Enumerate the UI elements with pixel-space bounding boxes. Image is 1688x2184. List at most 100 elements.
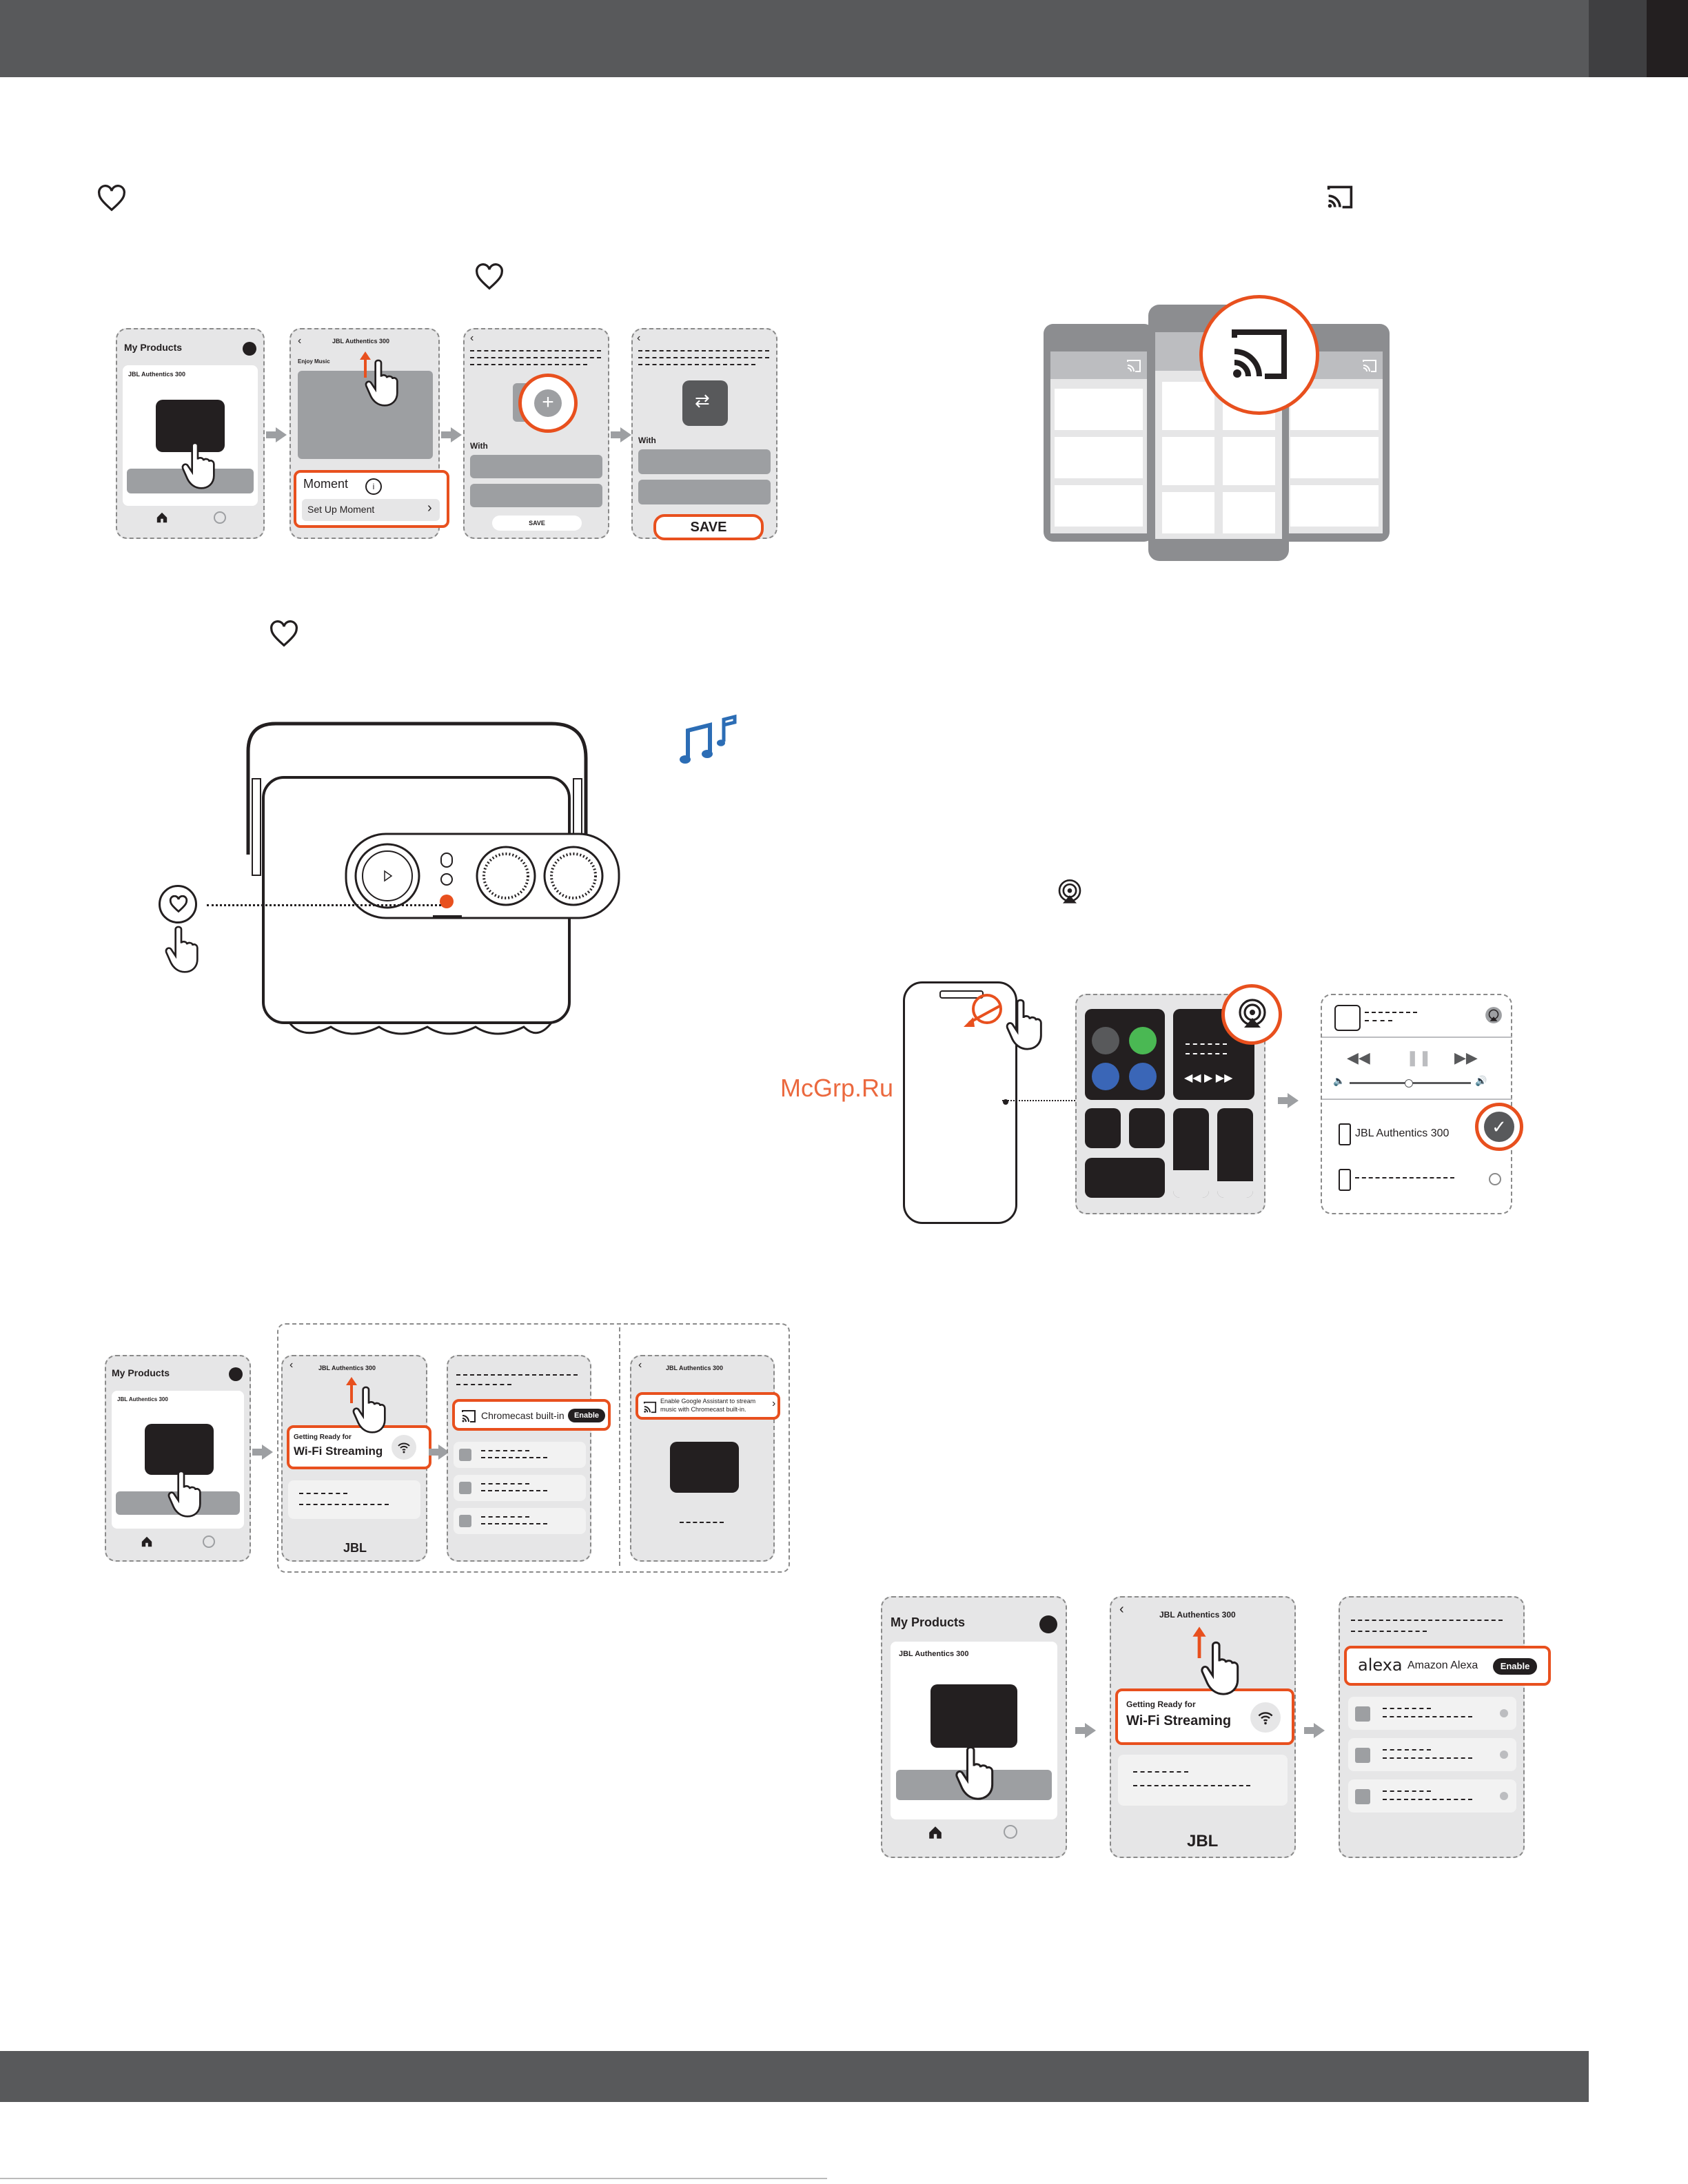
- hand-pointer-icon: [165, 926, 199, 973]
- list-item[interactable]: [1348, 1697, 1516, 1730]
- callout-line: [1002, 1100, 1075, 1101]
- back-chevron-icon[interactable]: ‹: [470, 332, 474, 344]
- connectivity-tile[interactable]: [1085, 1009, 1165, 1100]
- heart-icon: [270, 620, 298, 647]
- swipe-up-arrow-icon: [346, 1377, 357, 1403]
- forward-icon[interactable]: ▶▶: [1454, 1049, 1478, 1066]
- app-screen-my-products: My Products JBL Authentics 300: [881, 1596, 1067, 1858]
- set-up-moment-button[interactable]: Set Up Moment ›: [302, 499, 440, 521]
- app-screen-settings: Chromecast built-in Enable: [447, 1355, 611, 1562]
- volume-low-icon: 🔈: [1333, 1075, 1345, 1086]
- list-item[interactable]: [454, 1475, 586, 1501]
- airplay-icon: [1058, 879, 1081, 904]
- app-screen-moment-save: ‹ ⇄ With SAVE: [631, 328, 777, 540]
- moment-panel-highlight: Moment i Set Up Moment ›: [294, 470, 449, 528]
- checkmark-icon[interactable]: ✓: [1484, 1112, 1514, 1142]
- enable-button[interactable]: Enable: [1493, 1658, 1537, 1675]
- back-chevron-icon[interactable]: ‹: [638, 1359, 642, 1371]
- cast-icon-callout: [1199, 295, 1319, 415]
- app-screen-my-products: My Products JBL Authentics 300: [116, 328, 265, 539]
- wifi-streaming-highlight[interactable]: Getting Ready for Wi-Fi Streaming: [1115, 1688, 1294, 1745]
- product-card[interactable]: JBL Authentics 300: [891, 1642, 1057, 1819]
- volume-slider[interactable]: [1217, 1108, 1253, 1198]
- alexa-row-highlight[interactable]: alexa Amazon Alexa Enable: [1344, 1646, 1551, 1686]
- save-button-small[interactable]: SAVE: [492, 516, 582, 531]
- placeholder-line: [299, 1504, 389, 1505]
- back-chevron-icon[interactable]: ‹: [289, 1359, 294, 1371]
- cast-icon: [1327, 185, 1353, 209]
- save-button[interactable]: SAVE: [653, 514, 764, 540]
- speaker-device-icon: [1339, 1123, 1351, 1145]
- settings-icon[interactable]: [243, 342, 256, 356]
- info-icon[interactable]: i: [365, 478, 382, 495]
- music-note-icon: [680, 714, 737, 764]
- speaker-thumbnail: [145, 1424, 214, 1475]
- placeholder-line: [638, 350, 769, 351]
- list-item[interactable]: [454, 1442, 586, 1468]
- placeholder-line: [470, 357, 601, 358]
- plus-icon[interactable]: +: [534, 389, 562, 417]
- step-arrow: [1304, 1723, 1325, 1738]
- settings-tab-icon[interactable]: [203, 1535, 215, 1548]
- settings-icon[interactable]: [229, 1367, 243, 1381]
- volume-knob[interactable]: [1405, 1079, 1413, 1088]
- product-card[interactable]: JBL Authentics 300: [112, 1391, 244, 1529]
- list-item[interactable]: [454, 1508, 586, 1534]
- placeholder-line: [638, 357, 769, 358]
- settings-tab-icon[interactable]: [214, 511, 226, 524]
- pause-icon[interactable]: ❚❚: [1406, 1049, 1432, 1066]
- footer-bar: [0, 2051, 1589, 2102]
- speaker-thumbnail: [156, 400, 225, 452]
- screen-title: JBL Authentics 300: [1159, 1610, 1236, 1620]
- settings-icon[interactable]: [1039, 1615, 1057, 1633]
- speaker-illustration: [246, 722, 620, 1035]
- with-label: With: [638, 436, 656, 445]
- hand-pointer-icon: [1201, 1641, 1239, 1695]
- hand-pointer-icon: [167, 1470, 201, 1518]
- google-assistant-highlight[interactable]: Enable Google Assistant to stream music …: [635, 1392, 780, 1420]
- home-icon[interactable]: [928, 1825, 943, 1840]
- swap-icon: ⇄: [695, 390, 710, 411]
- list-item[interactable]: [1348, 1779, 1516, 1813]
- hand-pointer-icon: [352, 1386, 386, 1433]
- placeholder-line: [680, 1522, 724, 1523]
- media-controls-icon[interactable]: ◀◀ ▶ ▶▶: [1184, 1072, 1233, 1084]
- enable-button[interactable]: Enable: [568, 1409, 605, 1422]
- header-bar: [0, 0, 1688, 77]
- product-name: JBL Authentics 300: [899, 1650, 969, 1658]
- control-tile[interactable]: [1129, 1108, 1165, 1148]
- with-option[interactable]: [638, 480, 771, 504]
- with-option[interactable]: [470, 484, 602, 507]
- rewind-icon[interactable]: ◀◀: [1347, 1049, 1370, 1066]
- app-screen-settings: alexa Amazon Alexa Enable: [1339, 1596, 1551, 1858]
- airplay-icon[interactable]: [1485, 1006, 1503, 1024]
- wifi-streaming-highlight[interactable]: Getting Ready for Wi-Fi Streaming: [287, 1425, 431, 1469]
- cast-icon: [643, 1401, 657, 1414]
- my-products-title: My Products: [112, 1367, 170, 1378]
- source-selected: ⇄: [682, 380, 728, 426]
- settings-tab-icon[interactable]: [1004, 1825, 1017, 1839]
- placeholder-line: [1133, 1785, 1250, 1786]
- airplay-device-name[interactable]: JBL Authentics 300: [1355, 1127, 1450, 1139]
- with-option[interactable]: [638, 449, 771, 474]
- screen-title: JBL Authentics 300: [332, 338, 390, 345]
- control-tile[interactable]: [1085, 1158, 1165, 1198]
- home-icon[interactable]: [156, 511, 168, 524]
- list-item[interactable]: [1348, 1738, 1516, 1771]
- back-chevron-icon[interactable]: ‹: [1119, 1602, 1124, 1617]
- selected-check-callout: ✓: [1475, 1103, 1523, 1151]
- google-assistant-line2: music with Chromecast built-in.: [660, 1406, 746, 1413]
- back-chevron-icon[interactable]: ‹: [298, 335, 302, 347]
- swipe-corner-highlight: [972, 994, 1002, 1024]
- airplay-icon[interactable]: [1236, 997, 1269, 1030]
- placeholder-line: [638, 364, 755, 365]
- heart-icon: [169, 895, 188, 913]
- brightness-slider[interactable]: [1173, 1108, 1209, 1198]
- chromecast-row-highlight[interactable]: Chromecast built-in Enable: [452, 1399, 611, 1431]
- step-arrow: [611, 427, 631, 442]
- with-option[interactable]: [470, 455, 602, 478]
- home-icon[interactable]: [141, 1535, 153, 1548]
- device-radio[interactable]: [1489, 1173, 1501, 1185]
- control-tile[interactable]: [1085, 1108, 1121, 1148]
- back-chevron-icon[interactable]: ‹: [637, 332, 641, 344]
